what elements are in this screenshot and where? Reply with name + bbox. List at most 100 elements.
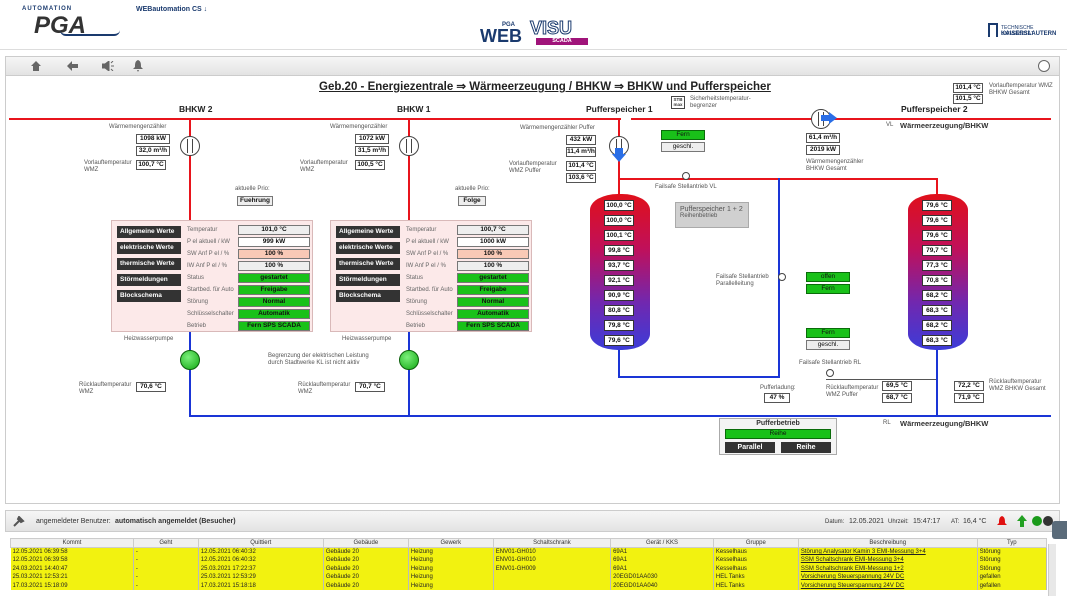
stb-icon: STB max — [671, 96, 685, 109]
alarm-cell: Heizung — [408, 556, 494, 565]
alarm-cell: Gebäude 20 — [323, 573, 409, 582]
bhkw1-lbl-pel: P el aktuell / kW — [406, 239, 449, 245]
user-name: automatisch angemeldet (Besucher) — [115, 518, 236, 525]
alarm-col-header[interactable]: Typ — [976, 538, 1047, 548]
rl-geschl-button[interactable]: geschl. — [806, 340, 850, 350]
bhkw2-lbl-sw: SW Anf P el / % — [187, 251, 230, 257]
bhkw1-vl-pipe — [408, 118, 410, 220]
bhkw2-btn-elektrisch[interactable]: elektrische Werte — [117, 242, 181, 254]
puffer1-geschl-button[interactable]: geschl. — [661, 142, 705, 152]
alarm-cell: 12.05.2021 06:40:32 — [198, 556, 324, 565]
alarm-col-header[interactable]: Gerät / KKS — [610, 538, 714, 548]
side-panel-tab-icon[interactable] — [1052, 521, 1067, 539]
bhkw2-btn-allgemein[interactable]: Allgemeine Werte — [117, 226, 181, 238]
back-icon[interactable] — [67, 61, 78, 71]
puffer1-tank-temp-6: 92,1 °C — [604, 275, 634, 286]
pufferbetrieb-parallel-button[interactable]: Parallel — [725, 442, 775, 453]
alarm-bell-icon[interactable] — [997, 516, 1007, 527]
puffer1-fern-button[interactable]: Fern — [661, 130, 705, 140]
alarm-cell: 25.03.2021 17:22:37 — [198, 564, 324, 573]
speaker-icon[interactable] — [102, 61, 114, 71]
alarm-col-header[interactable]: Quittiert — [197, 538, 324, 548]
alarm-cell: Störung — [977, 556, 1047, 565]
bhkw1-prio-label: aktuelle Prio: — [455, 186, 490, 192]
bhkw2-val-iw: 100 % — [238, 261, 310, 271]
puffer1-flow: 11,4 m³/h — [566, 147, 596, 157]
status-bar: angemeldeter Benutzer: automatisch angem… — [5, 510, 1060, 532]
pufferbetrieb-title: Pufferbetrieb — [756, 420, 800, 427]
failsafe-vl-valve-icon[interactable] — [682, 172, 690, 180]
vl-pipe-right — [631, 118, 811, 120]
pufferbetrieb-reihe-button[interactable]: Reihe — [781, 442, 831, 453]
university-line2: KAISERSLAUTERN — [1001, 31, 1057, 37]
bhkw2-pump-icon[interactable] — [180, 350, 200, 370]
alarm-col-header[interactable]: Geht — [132, 538, 199, 548]
alarm-cell: - — [133, 581, 199, 590]
rl-fern-button[interactable]: Fern — [806, 328, 850, 338]
puffer-mode-line2: Reihenbetrieb — [680, 213, 718, 219]
bhkw1-btn-blockschema[interactable]: Blockschema — [336, 290, 400, 302]
alarm-col-header[interactable]: Gruppe — [712, 538, 799, 548]
alarm-col-header[interactable]: Kommt — [10, 538, 134, 548]
alarm-cell — [493, 573, 612, 582]
bhkw2-val-sw[interactable]: 100 % — [238, 249, 310, 259]
alarm-col-header[interactable]: Schaltschrank — [492, 538, 612, 548]
bell-icon[interactable] — [133, 60, 143, 72]
puffer2-tank-temp-4: 79,7 °C — [922, 245, 952, 256]
app-selector[interactable]: WEBautomation CS ↓ — [136, 6, 208, 13]
bhkw2-rl-temp: 70,6 °C — [136, 382, 166, 392]
alarm-scrollbar[interactable] — [1048, 544, 1056, 596]
alarm-col-header[interactable]: Beschreibung — [797, 538, 978, 548]
bhkw2-btn-blockschema[interactable]: Blockschema — [117, 290, 181, 302]
parallel-offen-button[interactable]: offen — [806, 272, 850, 282]
page-title: Geb.20 - Energiezentrale ⇒ Wärmeerzeugun… — [319, 81, 771, 93]
alarm-cell: gefallen — [977, 581, 1047, 590]
puffer-rl-temp1: 69,5 °C — [882, 381, 912, 391]
settings-icon[interactable] — [1038, 60, 1050, 72]
failsafe-parallel-label: Failsafe Stellantrieb Parallelleitung — [716, 274, 769, 287]
bhkw1-val-schluessel: Automatik — [457, 309, 529, 319]
puffer1-wmz-label: Wärmemengenzähler Puffer — [520, 125, 595, 131]
wrench-icon[interactable] — [13, 516, 25, 527]
gesamt-rl-name: Wärmeerzeugung/BHKW — [900, 419, 989, 428]
failsafe-parallel-valve-icon[interactable] — [778, 273, 786, 281]
bhkw1-btn-elektrisch[interactable]: elektrische Werte — [336, 242, 400, 254]
puffer2-tank-temp-8: 68,3 °C — [922, 305, 952, 316]
alarm-cell: ENV01-GH010 — [493, 556, 612, 565]
bhkw1-limit-note: Begrenzung der elektrischen Leistung dur… — [268, 353, 369, 366]
bhkw1-pump-label: Heizwasserpumpe — [342, 336, 392, 342]
bhkw2-btn-thermisch[interactable]: thermische Werte — [117, 258, 181, 270]
up-arrow-icon[interactable] — [1017, 515, 1027, 527]
failsafe-rl-valve-icon[interactable] — [826, 369, 834, 377]
pufferladung-label: Pufferladung: — [760, 385, 796, 391]
alarm-cell: 69A1 — [610, 564, 714, 573]
webvisu-logo-visu: VISU — [529, 18, 573, 39]
bhkw1-wmz-meter-icon — [399, 136, 419, 156]
bhkw1-lbl-schluessel: Schlüsselschalter — [406, 311, 453, 317]
bhkw2-val-status: gestartet — [238, 273, 310, 283]
bhkw1-pump-icon[interactable] — [399, 350, 419, 370]
top-bar: AUTOMATION PGA WEBautomation CS ↓ WEB PG… — [0, 0, 1067, 50]
bhkw2-btn-stoermeldungen[interactable]: Störmeldungen — [117, 274, 181, 286]
parallel-fern-button[interactable]: Fern — [806, 284, 850, 294]
alarm-col-header[interactable]: Gewerk — [407, 538, 494, 548]
bhkw1-btn-stoermeldungen[interactable]: Störmeldungen — [336, 274, 400, 286]
alarm-cell: - — [133, 564, 199, 573]
bhkw1-val-sw[interactable]: 100 % — [457, 249, 529, 259]
puffer2-tank-temp-3: 79,6 °C — [922, 230, 952, 241]
alarm-col-header[interactable]: Gebäude — [322, 538, 409, 548]
pufferbetrieb-box: Pufferbetrieb Reihe Parallel Reihe — [719, 418, 837, 455]
alarm-cell: gefallen — [977, 573, 1047, 582]
bhkw1-power: 1072 kW — [355, 134, 389, 144]
bhkw1-btn-thermisch[interactable]: thermische Werte — [336, 258, 400, 270]
bhkw2-vl-label: Vorlauftemperatur WMZ — [84, 160, 132, 173]
home-icon[interactable] — [30, 60, 42, 72]
bhkw1-btn-allgemein[interactable]: Allgemeine Werte — [336, 226, 400, 238]
